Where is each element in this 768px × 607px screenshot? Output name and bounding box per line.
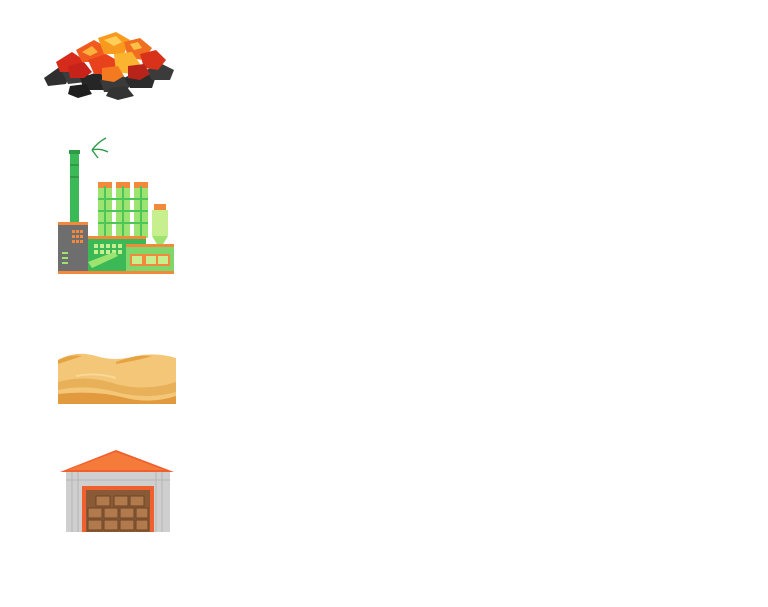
factory-icon xyxy=(58,137,174,274)
sand-dunes-icon xyxy=(58,353,176,404)
warehouse-icon xyxy=(60,450,174,532)
coal-pile-icon xyxy=(44,32,174,100)
